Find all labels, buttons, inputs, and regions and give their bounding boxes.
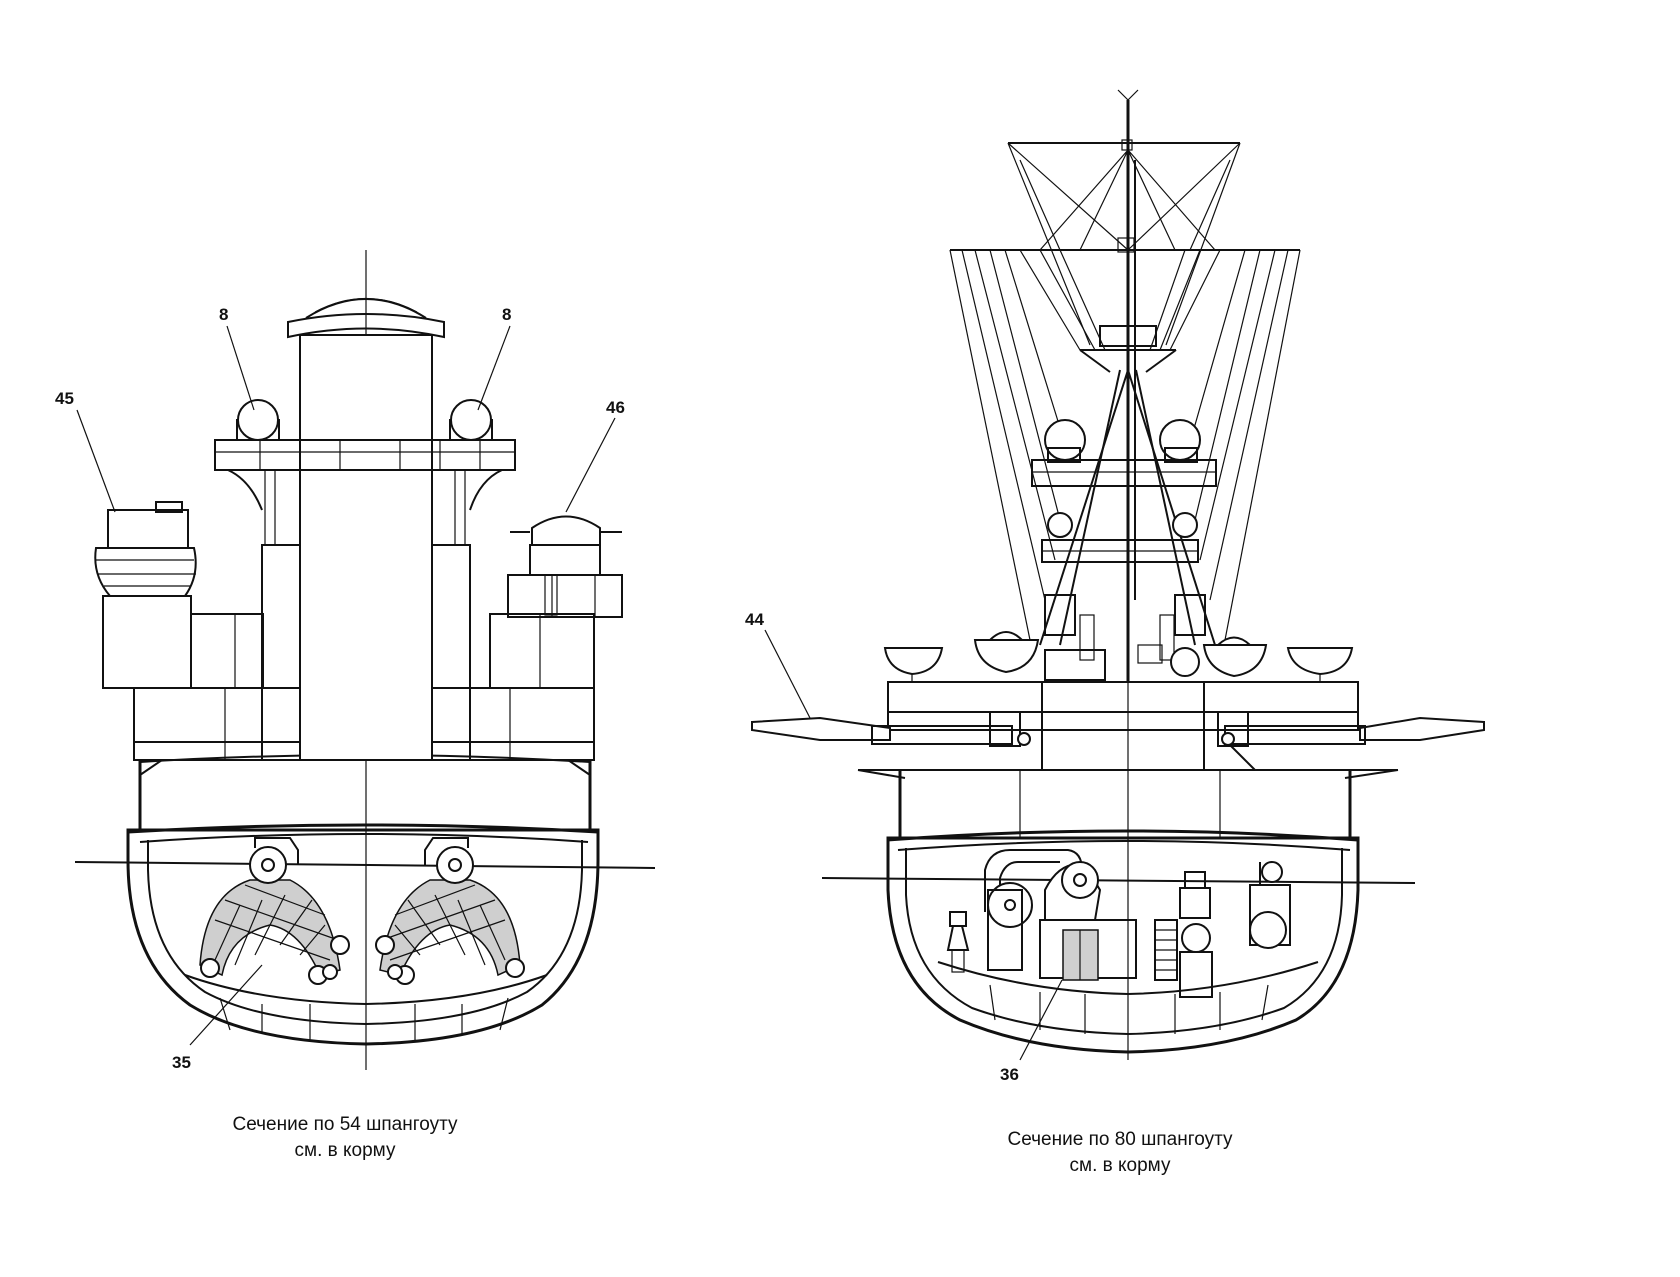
right-upper-platform [1031,419,1217,487]
left-engine-right [375,837,525,985]
left-hull-inner [147,840,583,1026]
left-item-45 [94,501,197,597]
right-caption-line1: Сечение по 80 шпангоуту [1008,1129,1233,1150]
right-machinery [946,849,1291,998]
left-callout-8a: 8 [219,305,228,324]
left-funnel [299,334,433,761]
right-lower-platform [1041,512,1206,681]
left-searchlight-right [449,399,493,441]
right-caption-line2: см. в корму [1070,1155,1171,1176]
right-gun-right [1217,711,1485,771]
right-boats [883,631,1354,682]
right-double-bottom [937,961,1319,996]
left-callout-35: 35 [172,1053,191,1072]
right-waterline [821,877,1416,884]
right-hull [886,836,1360,1054]
left-item-46 [510,515,622,616]
right-armour-deck [887,829,1359,842]
right-gun-left [751,711,1031,747]
left-double-bottom [184,974,548,1006]
left-callout-8b: 8 [502,305,511,324]
left-engine-left [199,837,350,985]
right-section: 44 36 Сечение по 80 шпангоуту см. в корм… [745,89,1485,1176]
left-waterline [74,861,656,869]
left-armour-deck [127,823,599,834]
left-hull [126,828,600,1046]
left-callout-46: 46 [606,398,625,417]
left-caption-line1: Сечение по 54 шпангоуту [233,1114,458,1135]
right-mast [949,89,1301,682]
left-caption-line2: см. в корму [295,1140,396,1161]
left-section: 8 8 45 46 35 Сечение по 54 шпангоуту см.… [55,250,656,1161]
ship-section-drawing: 8 8 45 46 35 Сечение по 54 шпангоуту см.… [55,89,1485,1176]
right-callout-44: 44 [745,610,764,629]
right-callout-36: 36 [1000,1065,1019,1084]
left-searchlight-platform [214,439,516,471]
left-searchlight-left [236,399,280,441]
left-callout-45: 45 [55,389,74,408]
